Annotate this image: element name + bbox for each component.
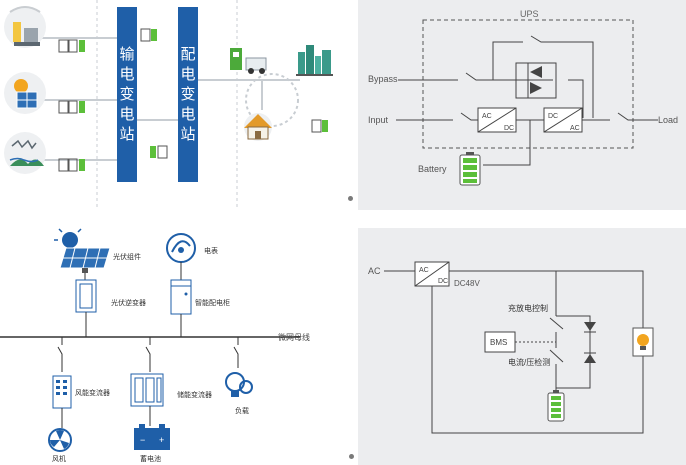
meter-icon [166,233,196,263]
ev-charging-icon [230,48,267,74]
dc-bus-bottom [431,286,644,434]
output-line [582,112,658,121]
storage-converter-icon [130,373,164,407]
rectifier-bottom-label: DC [438,278,448,285]
battery-label: Battery [418,164,447,174]
pv-inverter-icon [75,279,97,313]
distribution-ring [245,73,299,127]
transmission-panel: 输电变电站 配电变电站 [0,0,343,208]
transmission-station-label: 输电变电站 [119,45,135,143]
switch-path [549,271,564,389]
solar-panel-icon [54,228,111,273]
wind-converter-icon [52,375,72,409]
lightbulb-icon [225,372,253,397]
ups-boundary [422,19,634,149]
ups-panel: UPS Bypass Input AC DC DC AC Load Batter [358,0,686,210]
dc48-label: DC48V [454,279,480,288]
pagination-dot [348,196,353,201]
microgrid-diagram: 微网母线 光伏组件 光伏逆变器 电表 [0,228,310,463]
bms-label: BMS [490,338,507,347]
wind-converter-label: 风能变流器 [75,388,110,397]
power-plant-icon [4,6,46,48]
meter-battery-icon [58,39,85,53]
feeder-line [233,337,239,368]
dc48-panel: AC AC DC DC48V 充放电控制 BMS 电流/压检测 [358,228,686,465]
wind-turbine-icon [48,428,72,452]
diode-icon [584,322,596,333]
feeder-line [145,337,151,372]
house-icon [244,113,272,141]
smart-cabinet-label: 智能配电柜 [195,298,230,307]
smart-cabinet-icon [170,279,192,315]
storage-battery-label: 蓄电池 [140,454,161,463]
meter-battery-icon [58,100,85,114]
wind-turbine-label: 风机 [52,454,66,463]
thyristor-icon [515,62,584,118]
svg-text:+: + [159,435,164,445]
meter-battery-icon [58,158,85,172]
pv-inverter-label: 光伏逆变器 [111,298,146,307]
meter-battery-icon [150,145,168,159]
distribution-station-bar [178,7,198,182]
city-icon [296,45,333,76]
pagination-dot [349,454,354,459]
storage-battery-icon: − + [134,424,170,450]
bypass-switch-path [492,35,594,118]
meter-label: 电表 [204,246,218,255]
meter-battery-icon [311,119,328,133]
bypass-label: Bypass [368,74,398,84]
transmission-diagram [4,0,333,208]
lamp-icon [632,327,654,357]
input-label: Input [368,115,389,125]
distribution-station-label: 配电变电站 [180,45,196,143]
dc-bus-top [449,270,644,328]
battery-icon [459,152,481,186]
transmission-station-bar [117,7,137,182]
rectifier-bottom-label: DC [504,125,514,132]
solar-plant-icon [4,72,46,114]
bus-label: 微网母线 [278,332,310,342]
svg-text:−: − [140,435,145,445]
input-line [396,112,478,121]
battery-icon [547,390,565,422]
ac-input-label: AC [368,266,381,276]
ups-diagram: UPS Bypass Input AC DC DC AC Load Batter [368,9,678,186]
battery-line [483,120,531,166]
detect-label: 电流/压检测 [508,357,550,367]
storage-converter-label: 储能变流器 [177,390,212,399]
inverter-bottom-label: AC [570,125,580,132]
inverter-top-label: DC [548,113,558,120]
microgrid-panel: 微网母线 光伏组件 光伏逆变器 电表 [0,228,343,465]
hydro-plant-icon [4,132,46,174]
load-label: Load [658,115,678,125]
ups-label: UPS [520,9,539,19]
rectifier-top-label: AC [419,267,429,274]
meter-battery-icon [140,28,157,42]
diode-icon [584,352,596,363]
load-label: 负载 [235,406,249,415]
feeder-line [57,337,63,372]
bypass-line [398,72,528,81]
pv-module-label: 光伏组件 [113,252,141,261]
charge-control-label: 充放电控制 [508,303,548,313]
rectifier-top-label: AC [482,113,492,120]
dc48-diagram: AC AC DC DC48V 充放电控制 BMS 电流/压检测 [368,261,654,434]
